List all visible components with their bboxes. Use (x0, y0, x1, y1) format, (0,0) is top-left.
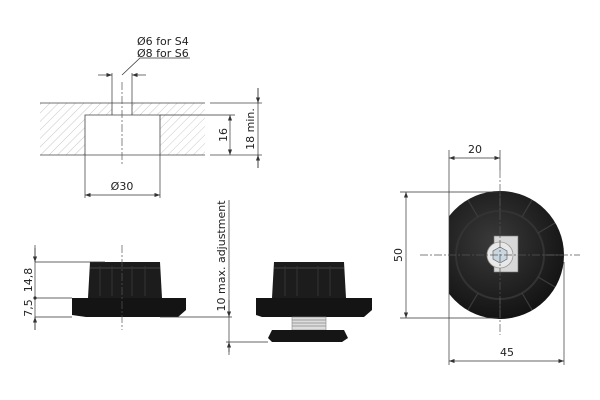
overall-height-label: 50 (392, 248, 405, 262)
flange-height-label: 7,5 (22, 299, 35, 317)
total-height-label: 14,8 (22, 268, 35, 293)
overall-width-label: 45 (500, 346, 514, 359)
adjustment-label: 10 max. adjustment (215, 200, 228, 312)
panel-thickness-label: 18 min. (244, 108, 257, 150)
hole-diameter-label: Ø30 (111, 180, 134, 193)
foot-adjusted-view: 10 max. adjustment (160, 200, 372, 355)
offset-width-label: 20 (468, 143, 482, 156)
foot-side-view: 14,8 7,5 (22, 245, 186, 330)
foot-bottom-view: 20 50 45 (392, 143, 580, 365)
recess-depth-label: 16 (217, 128, 230, 142)
hole-spec-s6: Ø8 for S6 (137, 47, 189, 60)
hole-spec-s4: Ø6 for S4 (137, 35, 189, 48)
panel-section-view: Ø6 for S4 Ø8 for S6 Ø30 16 18 min. (40, 35, 262, 198)
